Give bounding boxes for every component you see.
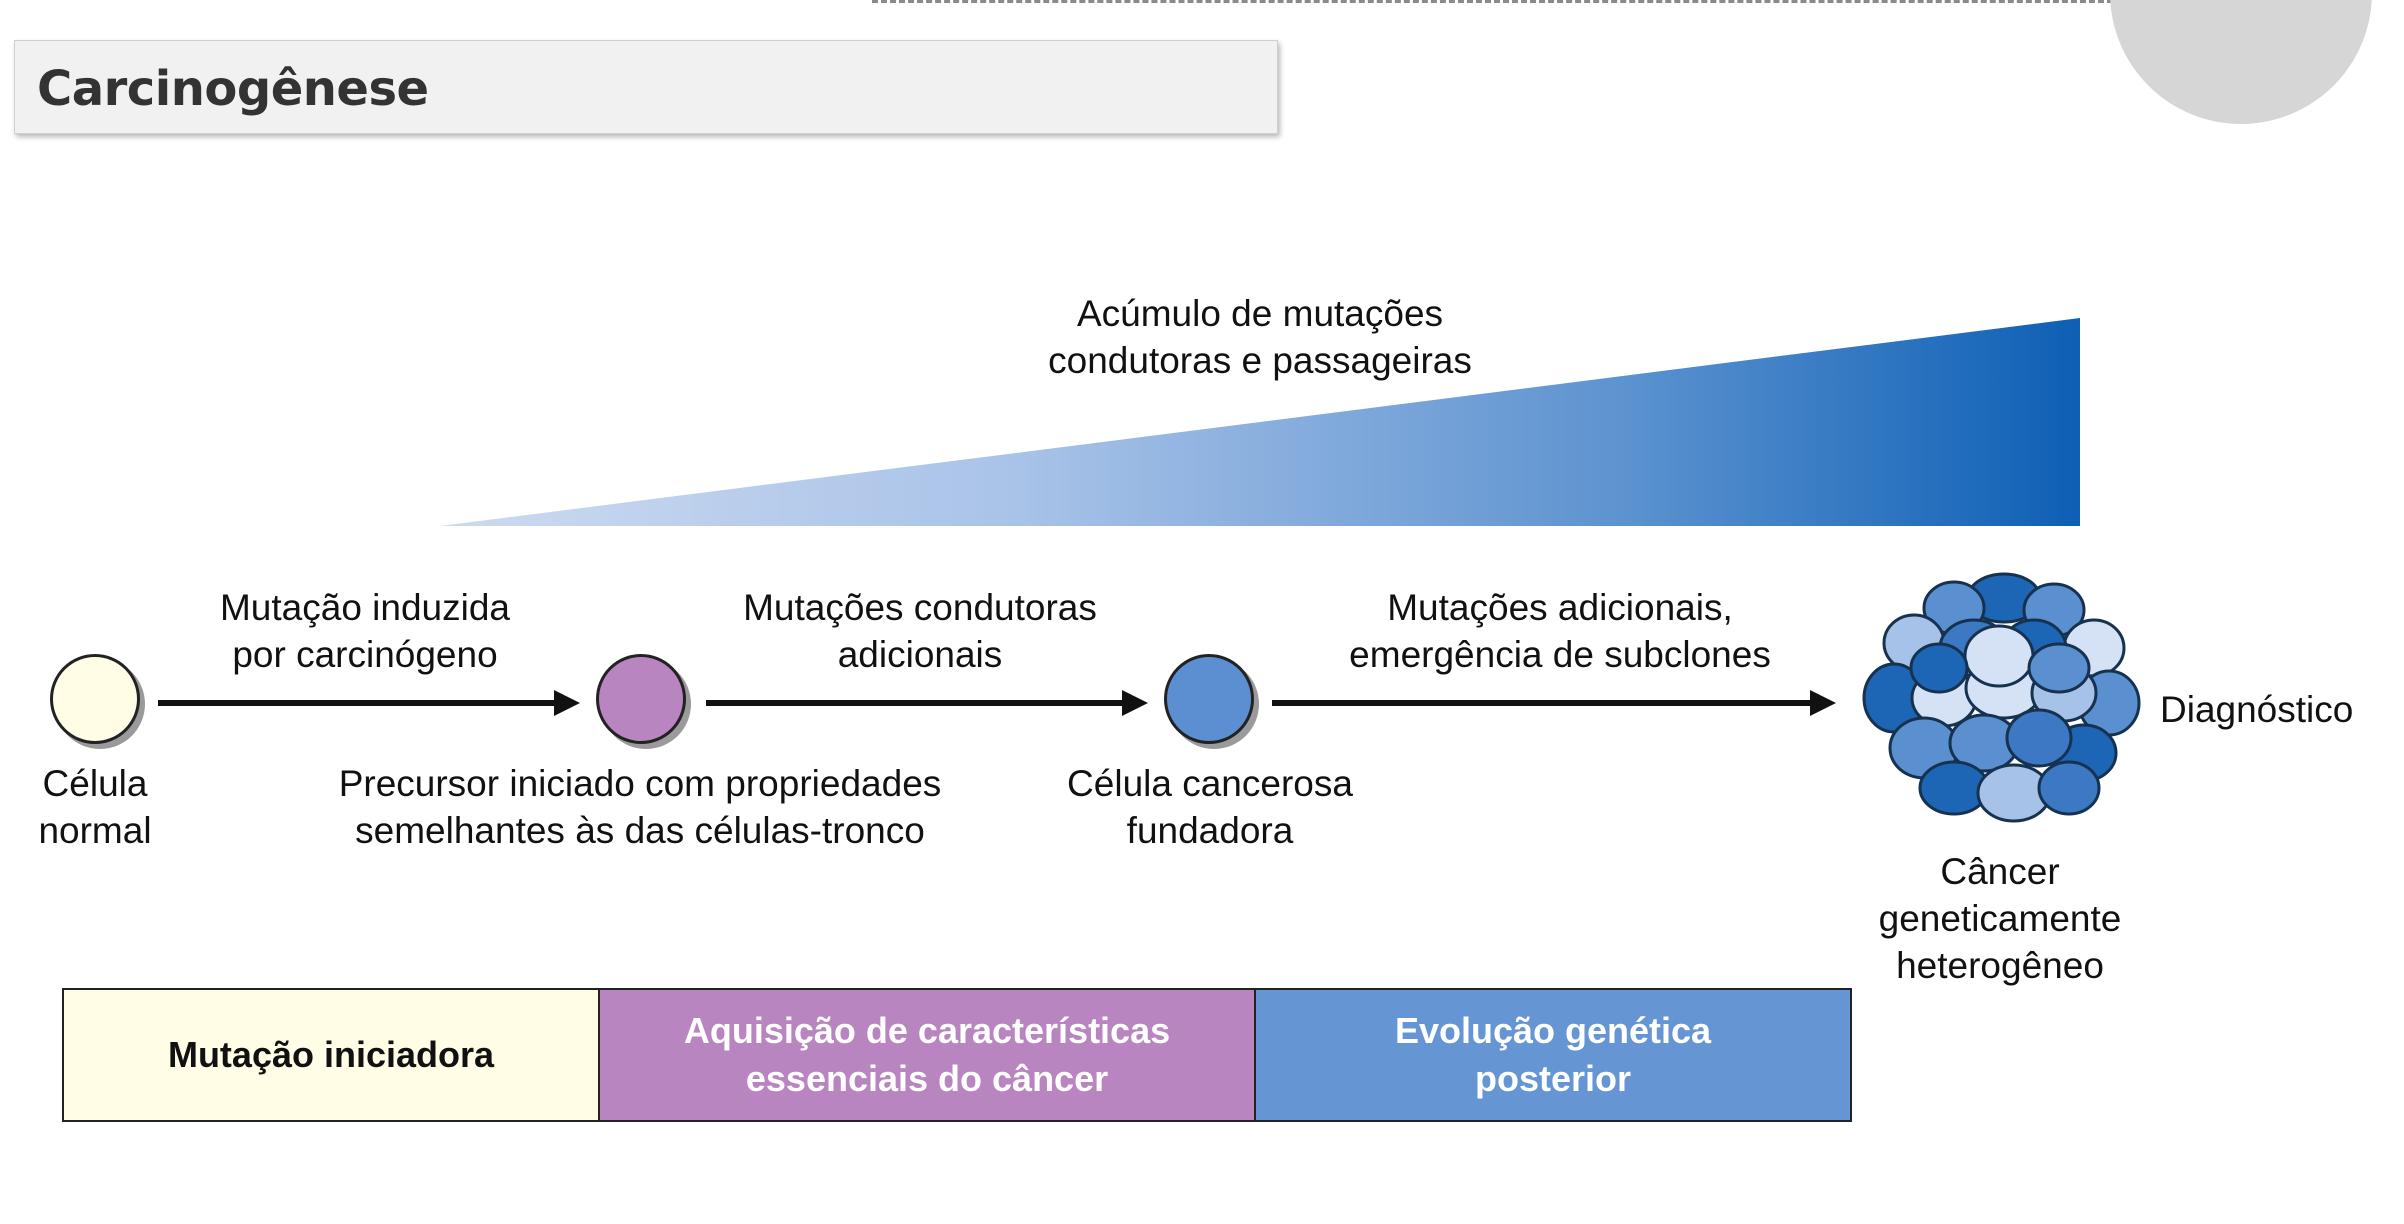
arrow-subclone-emergence	[1272, 690, 1836, 716]
accumulation-label: Acúmulo de mutações condutoras e passage…	[1048, 293, 1472, 381]
phase-label-initiating: Mutação iniciadora	[167, 1034, 495, 1075]
cell-label-precursor: Precursor iniciado com propriedades seme…	[338, 763, 942, 851]
phase-hallmark-acquisition: Aquisição de características essenciais …	[598, 988, 1256, 1122]
phase-genetic-evolution: Evolução genética posterior	[1254, 988, 1852, 1122]
tumor-cell-19	[1963, 624, 2035, 688]
diagnosis-label: Diagnóstico	[2160, 689, 2354, 730]
arrow-label-driver: Mutações condutoras adicionais	[743, 587, 1097, 675]
tumor-cell-18	[2037, 760, 2101, 816]
initiated-precursor-cell	[596, 654, 686, 744]
founder-cancer-cell	[1164, 654, 1254, 744]
tumor-cell-21	[2027, 642, 2091, 694]
arrow-label-carcinogen: Mutação induzida por carcinógeno	[219, 587, 511, 675]
decorative-circle	[2110, 0, 2372, 124]
phase-initiating-mutation: Mutação iniciadora	[62, 988, 600, 1122]
normal-cell	[50, 654, 140, 744]
cell-label-cancer: Câncer geneticamente heterogêneo	[1878, 851, 2122, 986]
phase-label-evolution: Evolução genética posterior	[1394, 1010, 1712, 1099]
tumor-cell-20	[1909, 642, 1969, 694]
arrow-initiating-mutation	[158, 690, 580, 716]
heterogeneous-tumor-cluster	[1862, 572, 2141, 823]
phase-label-hallmarks: Aquisição de características essenciais …	[683, 1010, 1171, 1099]
tumor-cell-15	[2005, 708, 2073, 768]
cell-label-normal: Célula normal	[38, 763, 152, 851]
slide-title-box: Carcinogênese	[14, 40, 1278, 134]
arrow-label-subclones: Mutações adicionais, emergência de subcl…	[1349, 587, 1771, 675]
header-dashed-line	[872, 0, 2122, 3]
slide-title: Carcinogênese	[37, 61, 429, 117]
arrow-driver-mutations	[706, 690, 1148, 716]
cell-label-founder: Célula cancerosa fundadora	[1067, 763, 1353, 851]
